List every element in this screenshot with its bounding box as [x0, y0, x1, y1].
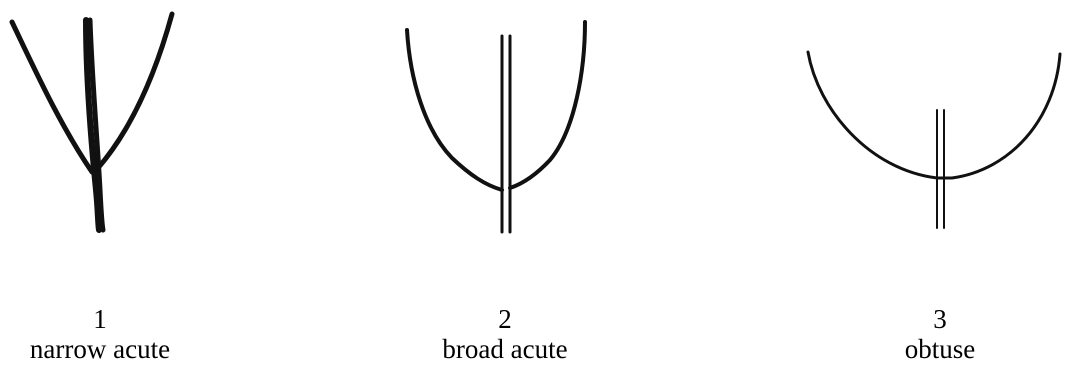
panel-label: obtuse — [904, 334, 976, 364]
branch-angle-drawings — [9, 11, 1062, 234]
narrow-acute-right-branch — [95, 11, 175, 171]
panel-number: 1 — [93, 304, 107, 334]
broad-acute-left-branch — [405, 28, 504, 192]
panel-number: 2 — [498, 304, 512, 334]
narrow-acute-left-branch — [9, 19, 95, 175]
obtuse-drawing — [806, 50, 1062, 229]
panel-label: narrow acute — [29, 334, 171, 364]
narrow-acute-drawing — [9, 11, 175, 233]
caption-broad-acute: 2 broad acute — [400, 304, 610, 364]
panel-number: 3 — [933, 304, 947, 334]
broad-acute-right-branch — [508, 20, 587, 190]
obtuse-branch-arc — [806, 50, 1062, 180]
broad-acute-drawing — [405, 20, 587, 234]
narrow-acute-main-stem-edge — [87, 17, 106, 233]
panel-label: broad acute — [442, 334, 568, 364]
caption-obtuse: 3 obtuse — [840, 304, 1040, 364]
caption-narrow-acute: 1 narrow acute — [0, 304, 200, 364]
